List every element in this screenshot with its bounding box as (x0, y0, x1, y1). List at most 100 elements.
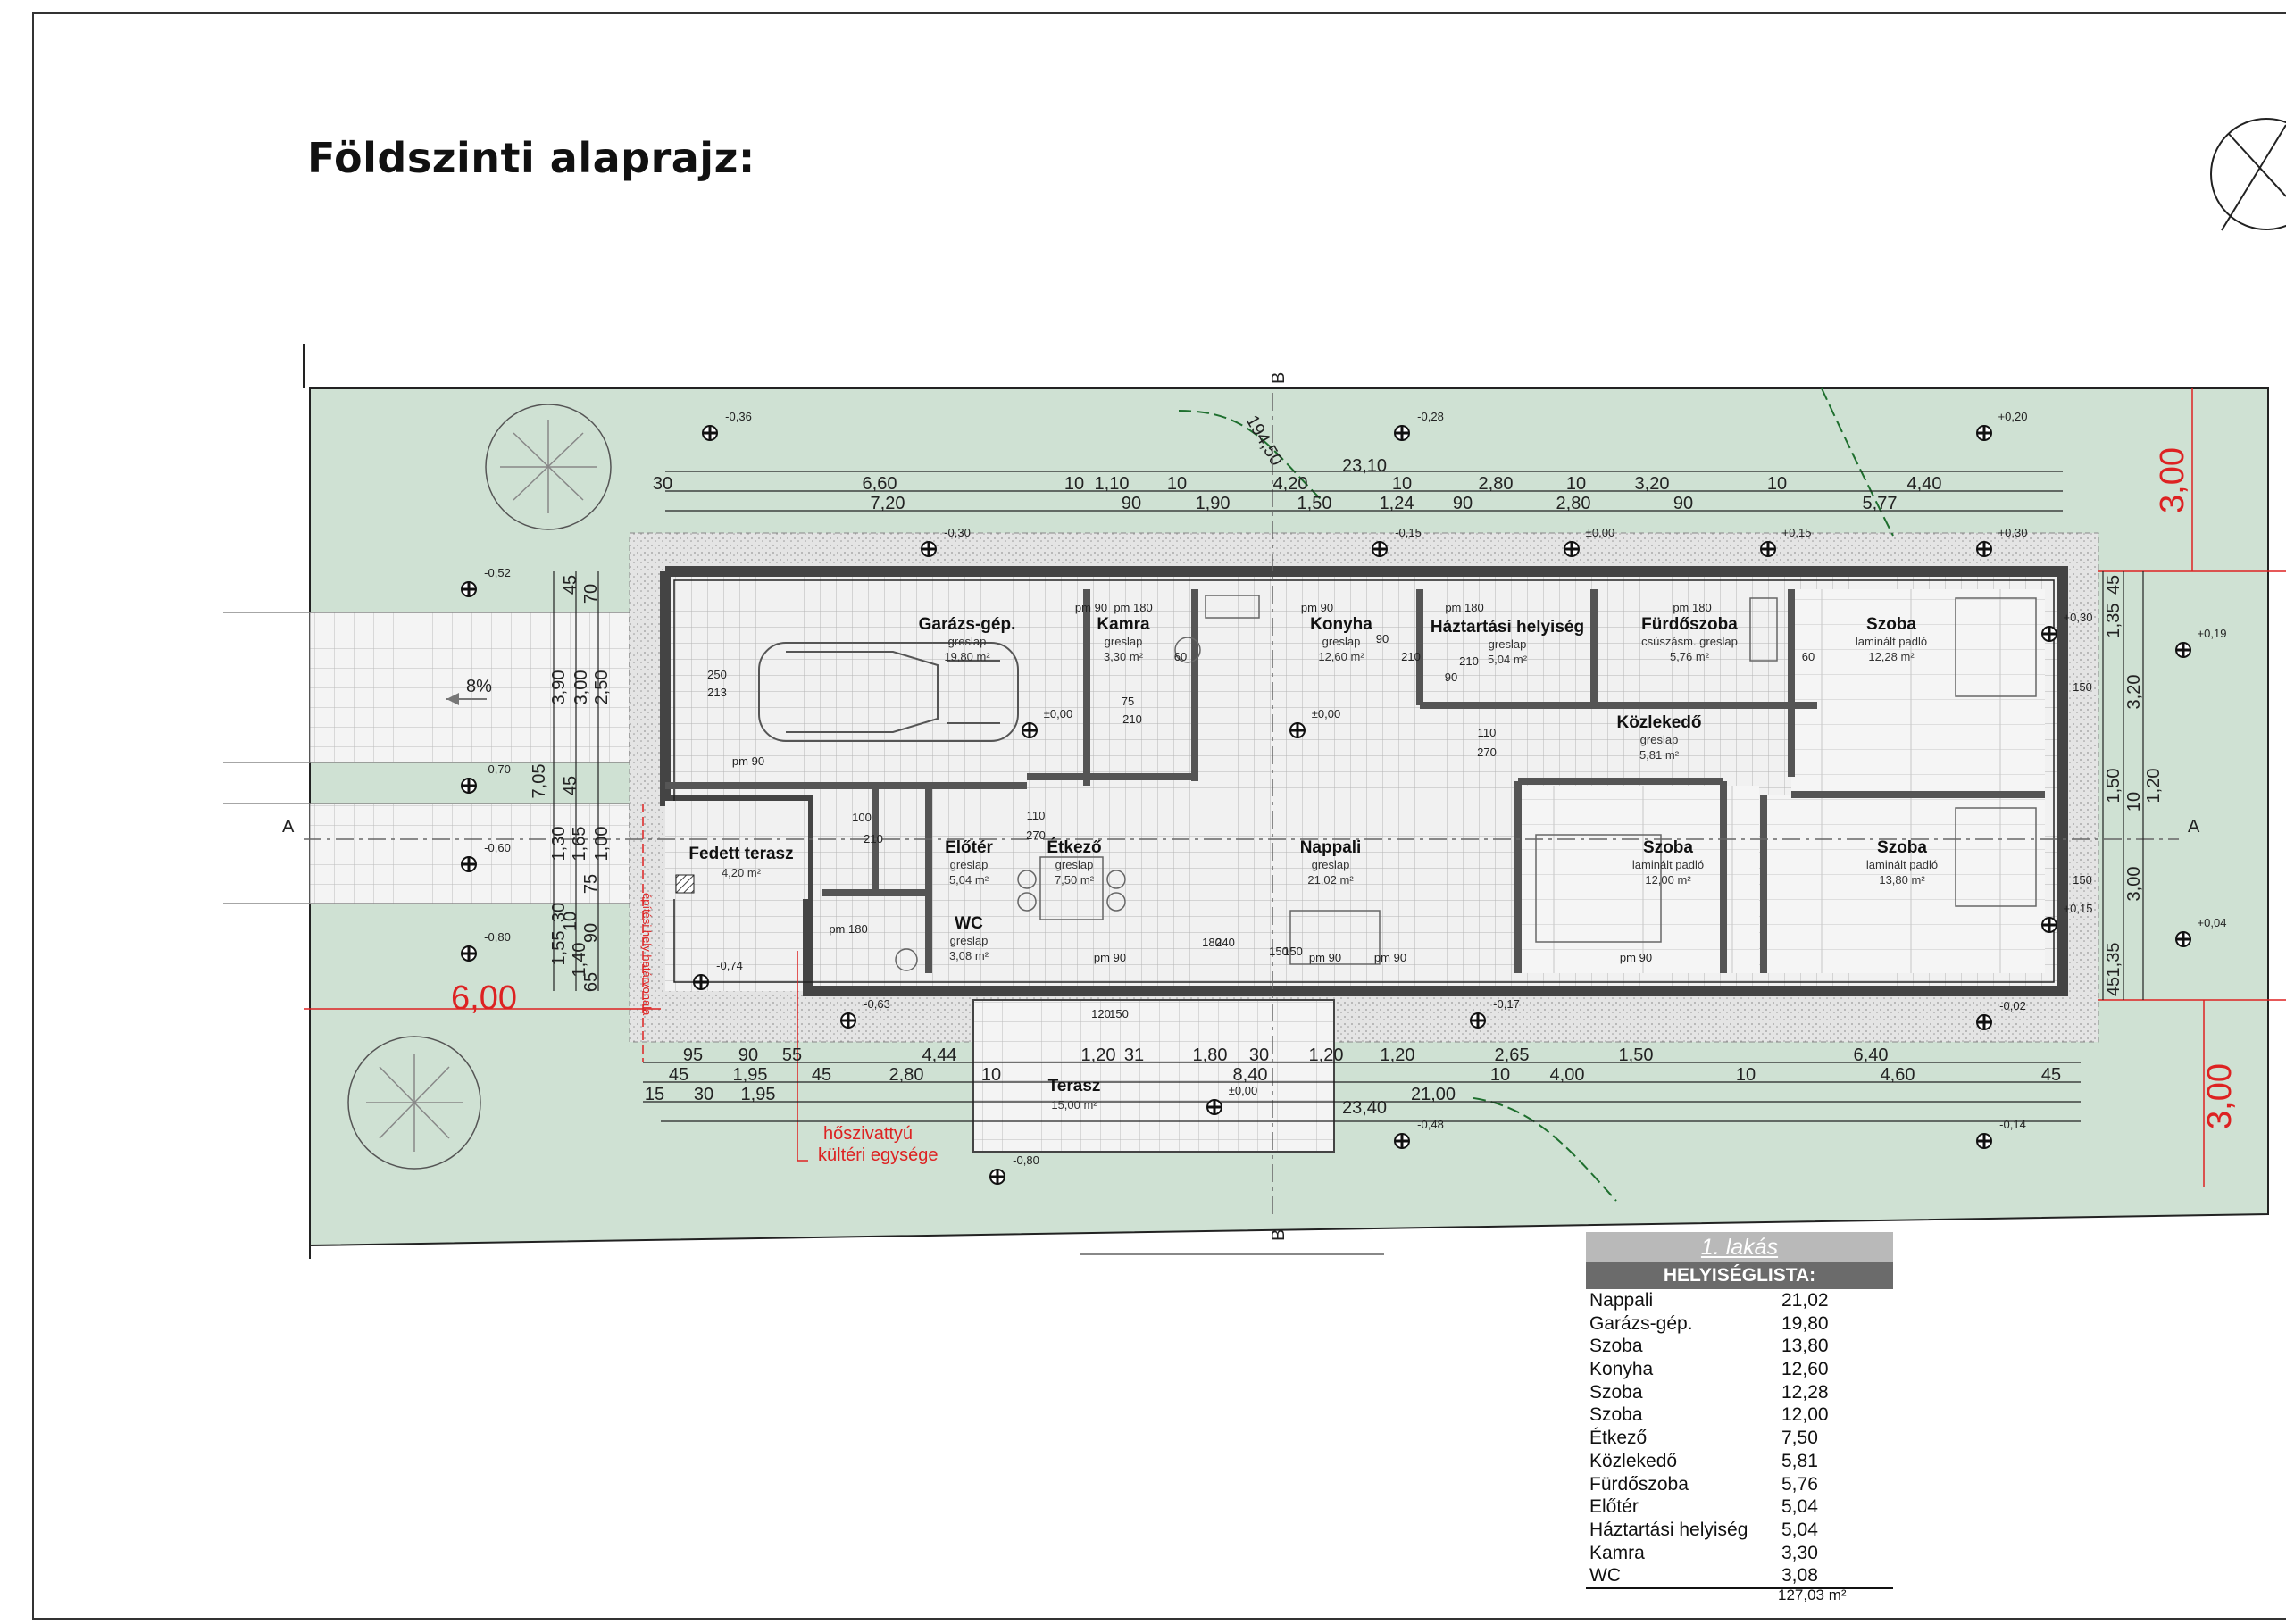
dim-right: 1,35 (2104, 943, 2123, 978)
dim-bottom-row2: 45 (669, 1065, 688, 1085)
level-marker (1372, 541, 1388, 557)
door-label: 213 (707, 686, 727, 699)
level-marker (1206, 1099, 1222, 1115)
dim-top-row2: 2,80 (1556, 494, 1591, 513)
level-marker (921, 541, 937, 557)
level-label: -0,15 (1395, 526, 1422, 539)
room-name-label: WC (955, 914, 983, 933)
level-marker (461, 581, 477, 597)
dim-left: 75 (581, 874, 601, 894)
dimension-lines (553, 471, 2144, 1122)
dim-bottom-row2: 10 (981, 1065, 1001, 1085)
dim-top-row1: 10 (1767, 474, 1787, 494)
dim-bottom-row2: 45 (2041, 1065, 2061, 1085)
dim-top-row2: 5,77 (1863, 494, 1898, 513)
room-area-label: 19,80 m² (944, 650, 990, 663)
level-marker (702, 425, 718, 441)
dim-left: 45 (561, 776, 580, 795)
section-mark-b-bottom: B (1269, 1229, 1289, 1241)
door-label: 240 (1215, 936, 1235, 949)
setback-left: 6,00 (451, 979, 517, 1017)
section-mark-a-left: A (282, 817, 295, 837)
dim-bottom-row2: 4,00 (1550, 1065, 1585, 1085)
level-label: -0,70 (484, 762, 511, 776)
dim-bottom-row3: 15 (645, 1085, 664, 1104)
dim-bottom-row2: 10 (1736, 1065, 1756, 1085)
dim-bottom-row1: 1,20 (1309, 1045, 1344, 1065)
level-marker (2175, 931, 2191, 947)
room-name-cell: Előtér (1589, 1496, 1639, 1518)
level-marker (1976, 541, 1992, 557)
dim-left: 70 (581, 584, 601, 604)
level-label: -0,74 (716, 959, 743, 972)
dim-right: 1,35 (2104, 604, 2123, 638)
dim-right: 3,00 (2124, 867, 2144, 902)
room-name-label: Kamra (1097, 615, 1150, 634)
dim-top-row2: 1,24 (1380, 494, 1414, 513)
dim-left: 1,30 (549, 827, 569, 862)
room-floor-label: greslap (950, 934, 989, 947)
level-marker (1976, 1014, 1992, 1030)
room-name-cell: Kamra (1589, 1542, 1645, 1563)
dim-bottom-row1: 1,80 (1193, 1045, 1228, 1065)
room-area-label: 3,08 m² (949, 949, 989, 962)
dim-top-row1: 3,20 (1635, 474, 1670, 494)
dim-bottom-row1: 90 (738, 1045, 758, 1065)
door-label: pm 90 (1094, 951, 1126, 964)
sheet-frame (32, 12, 2286, 1620)
door-label: 150 (1109, 1007, 1129, 1020)
level-marker (1976, 425, 1992, 441)
room-name-label: Konyha (1310, 615, 1372, 634)
door-label: 120 (1091, 1007, 1111, 1020)
dim-right: 45 (2104, 575, 2123, 595)
level-marker (1760, 541, 1776, 557)
terrace (972, 999, 1335, 1153)
level-marker (1564, 541, 1580, 557)
room-floor-label: greslap (1055, 858, 1094, 871)
dim-top-row1: 10 (1566, 474, 1586, 494)
door-label: 150 (1283, 945, 1303, 958)
dim-bottom-row1: 55 (782, 1045, 802, 1065)
section-mark-a-right: A (2188, 817, 2200, 837)
room-area-cell: 5,81 (1781, 1450, 1818, 1471)
dim-left: 3,00 (572, 670, 591, 705)
room-name-label: Előtér (945, 838, 993, 857)
level-label: ±0,00 (1312, 707, 1340, 720)
door-label: pm 90 (1374, 951, 1406, 964)
door-label: pm 90 (732, 754, 764, 768)
door-label: pm 90 (1620, 951, 1652, 964)
door-label: 210 (1122, 712, 1142, 726)
setback-right-top: 3,00 (2154, 447, 2191, 513)
section-mark-b-top: B (1269, 372, 1289, 384)
room-area-label: 12,28 m² (1868, 650, 1915, 663)
dim-left: 2,50 (592, 670, 612, 705)
dim-left: 30 (549, 903, 569, 922)
level-marker (2041, 917, 2057, 933)
level-marker (1289, 722, 1306, 738)
dim-top-row2: 7,20 (871, 494, 905, 513)
level-label: +0,04 (2198, 916, 2227, 929)
level-marker (1394, 425, 1410, 441)
room-name-cell: Étkező (1589, 1428, 1648, 1449)
dim-top-row1: 2,80 (1479, 474, 1514, 494)
dim-right: 3,20 (2124, 675, 2144, 710)
room-name-cell: Garázs-gép. (1589, 1312, 1693, 1334)
dim-left: 1,40 (570, 943, 589, 978)
dim-top-row2: 90 (1122, 494, 1141, 513)
door-label: pm 180 (1673, 601, 1711, 614)
level-marker (461, 856, 477, 872)
room-area-cell: 12,60 (1781, 1359, 1829, 1380)
room-name-label: Nappali (1300, 838, 1362, 857)
door-label: 210 (1401, 650, 1421, 663)
dim-left: 10 (561, 912, 580, 931)
room-name-cell: Konyha (1589, 1359, 1654, 1380)
dim-left: 3,90 (549, 670, 569, 705)
level-label: +0,19 (2198, 627, 2227, 640)
dim-bottom-row2: 1,95 (733, 1065, 768, 1085)
room-name-label: Háztartási helyiség (1431, 618, 1584, 637)
